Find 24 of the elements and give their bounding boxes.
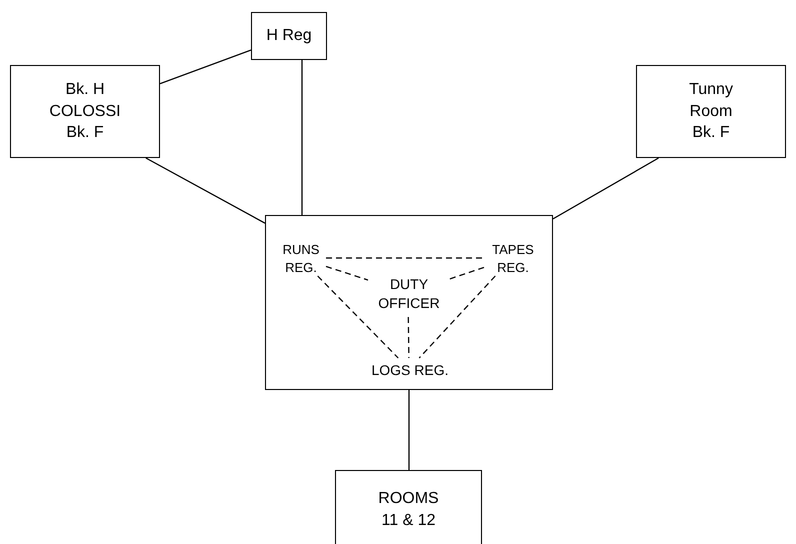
connector-line bbox=[301, 60, 303, 215]
location-box bbox=[251, 12, 327, 60]
connector-line bbox=[160, 50, 252, 84]
location-box bbox=[10, 65, 160, 158]
dashed-line bbox=[448, 266, 484, 280]
connector-line bbox=[408, 390, 410, 470]
node-label: ROOMS 11 & 12 bbox=[377, 489, 440, 531]
connector-line bbox=[552, 157, 659, 220]
node-label: RUNS REG. bbox=[282, 241, 320, 277]
location-box bbox=[636, 65, 786, 158]
office-box bbox=[265, 215, 553, 390]
node-label: Bk. H COLOSSI Bk. F bbox=[48, 80, 122, 144]
node-label: TAPES REG. bbox=[491, 241, 535, 277]
dashed-line bbox=[326, 266, 368, 281]
dashed-line bbox=[408, 317, 410, 358]
dashed-line bbox=[418, 276, 496, 358]
node-label: Tunny Room Bk. F bbox=[688, 80, 734, 144]
dashed-line bbox=[317, 276, 399, 358]
node-label: DUTY OFFICER bbox=[377, 275, 441, 313]
connector-line bbox=[146, 157, 266, 224]
node-label: H Reg bbox=[266, 26, 312, 46]
dashed-line bbox=[326, 257, 484, 259]
location-box bbox=[335, 470, 482, 544]
node-label: LOGS REG. bbox=[371, 360, 449, 380]
